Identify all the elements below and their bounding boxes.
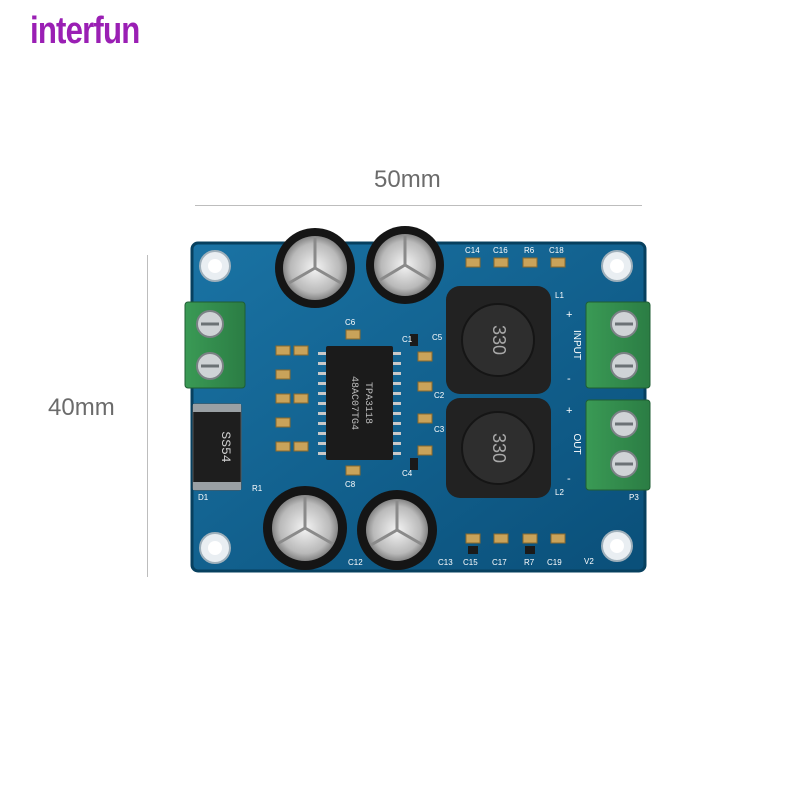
width-dimension-line	[195, 205, 642, 206]
label-p3: P3	[629, 493, 639, 502]
label-c1: C1	[402, 335, 413, 344]
label-c14: C14	[465, 246, 480, 255]
inductor-l2: 330	[446, 398, 551, 498]
label-l1: L1	[555, 291, 564, 300]
label-out: OUT	[571, 433, 582, 454]
label-c18: C18	[549, 246, 564, 255]
diode-marking: SS54	[218, 431, 233, 462]
label-c5: C5	[432, 333, 443, 342]
power-terminal-block	[184, 301, 246, 389]
bottom-left-capacitor	[263, 486, 347, 570]
label-d1: D1	[198, 493, 209, 502]
label-c6: C6	[345, 318, 356, 327]
inductor-l2-marking: 330	[489, 433, 509, 463]
smd-components	[275, 257, 566, 544]
label-c13: C13	[438, 558, 453, 567]
label-input-plus: +	[566, 309, 572, 321]
diode-ss54: SS54	[192, 403, 242, 491]
label-r7: R7	[524, 558, 535, 567]
label-c15: C15	[463, 558, 478, 567]
label-output-minus: -	[567, 473, 571, 485]
label-l2: L2	[555, 488, 564, 497]
output-terminal-block	[585, 399, 651, 491]
amplifier-ic-chip: 48AC07TG4 TPA3118	[318, 346, 401, 460]
label-c12: C12	[348, 558, 363, 567]
label-c3: C3	[434, 425, 445, 434]
brand-logo-text: interfun	[30, 10, 140, 52]
smd-resistors	[410, 334, 535, 554]
label-r6: R6	[524, 246, 535, 255]
label-output-plus: +	[566, 405, 572, 417]
label-c2: C2	[434, 391, 445, 400]
mounting-holes	[199, 250, 633, 564]
height-dimension-line	[147, 255, 148, 577]
width-dimension-label: 50mm	[374, 166, 441, 193]
height-dimension-label: 40mm	[48, 394, 115, 421]
inductor-l1: 330	[446, 286, 551, 394]
label-c17: C17	[492, 558, 507, 567]
input-terminal-block	[585, 301, 651, 389]
ic-marking-line-2: TPA3118	[362, 382, 373, 424]
label-r1: R1	[252, 484, 263, 493]
bottom-right-capacitor	[357, 490, 437, 570]
label-input-minus: -	[567, 373, 571, 385]
top-right-capacitor	[366, 226, 444, 304]
label-c8: C8	[345, 480, 356, 489]
inductor-l1-marking: 330	[489, 325, 509, 355]
top-left-capacitor	[275, 228, 355, 308]
ic-marking-line-1: 48AC07TG4	[348, 376, 359, 430]
label-input: INPUT	[571, 330, 582, 360]
label-c16-top: C16	[493, 246, 508, 255]
label-c19: C19	[547, 558, 562, 567]
label-v2: V2	[584, 557, 594, 566]
label-c4: C4	[402, 469, 413, 478]
